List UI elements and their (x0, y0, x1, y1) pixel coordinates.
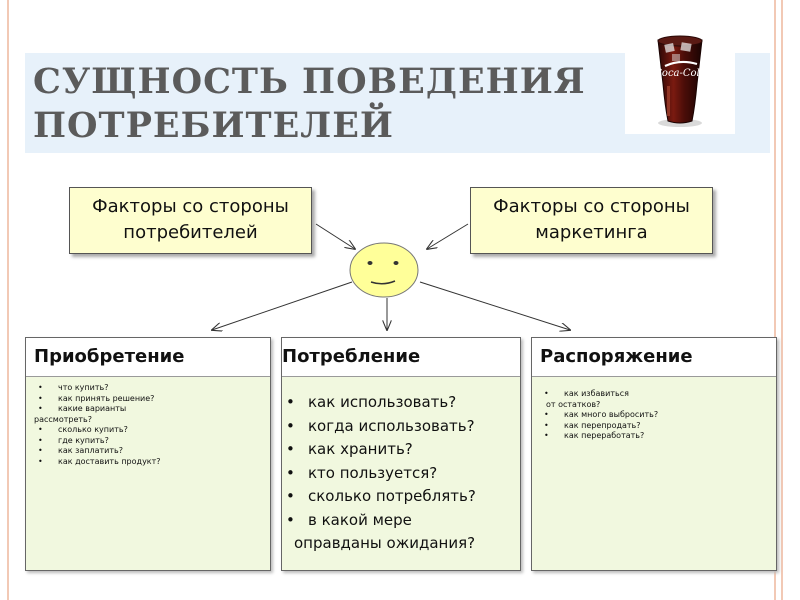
arrow-face-to-acquisition (212, 281, 353, 330)
disposal-title: Распоряжение (532, 338, 776, 377)
cola-glass-icon: Coca-Cola (654, 35, 706, 127)
marketing-factors-line1: Факторы со стороны (493, 196, 690, 217)
consumption-card: Потребление •как использовать? •когда ис… (281, 337, 521, 571)
marketing-factors-line2: маркетинга (535, 222, 648, 243)
slide-edge-line-left (7, 0, 9, 600)
list-item: •как перепродать? (544, 420, 641, 430)
consumer-factors-line2: потребителей (123, 222, 258, 243)
slide-edge-line-right-inner (774, 0, 776, 600)
list-item: •когда использовать? (286, 416, 475, 435)
list-item: •какие варианты (38, 404, 127, 413)
list-item: •как заплатить? (38, 446, 123, 455)
disposal-card: Распоряжение •как избавиться от остатков… (531, 337, 777, 571)
arrow-marketing-to-face (427, 223, 469, 249)
slide-title: Сущность поведения потребителей (33, 61, 586, 146)
list-item: •как доставить продукт? (38, 456, 161, 466)
list-item: •где купить? (38, 435, 109, 445)
smiley-face-icon (349, 242, 419, 298)
list-item: •как принять решение? (38, 393, 155, 403)
list-item: •как использовать? (286, 393, 457, 411)
cola-glass-image: Coca-Cola (625, 26, 735, 134)
list-item: •как избавиться (544, 389, 629, 398)
list-item: •в какой мере (286, 510, 412, 529)
list-item: •как много выбросить? (544, 410, 659, 419)
list-item: •сколько потреблять? (286, 487, 476, 505)
acquisition-title: Приобретение (26, 338, 270, 377)
list-item-continuation: оправданы ожидания? (294, 534, 476, 552)
list-item: •как переработать? (544, 431, 645, 440)
consumer-factors-box: Факторы со стороны потребителей (69, 187, 312, 254)
acquisition-list: •что купить? •как принять решение? •каки… (26, 383, 270, 467)
slide-edge-line-right-outer (781, 0, 783, 600)
consumer-factors-line1: Факторы со стороны (92, 196, 289, 217)
disposal-list: •как избавиться от остатков? •как много … (532, 389, 776, 442)
acquisition-card: Приобретение •что купить? •как принять р… (25, 337, 271, 571)
svg-text:Coca-Cola: Coca-Cola (654, 68, 705, 79)
list-item: •как хранить? (286, 440, 413, 458)
list-item-continuation: рассмотреть? (34, 414, 92, 424)
arrow-face-to-disposal (419, 281, 570, 330)
arrow-consumer-to-face (315, 223, 355, 249)
list-item: •сколько купить? (38, 425, 128, 434)
marketing-factors-box: Факторы со стороны маркетинга (470, 187, 713, 254)
list-item: •кто пользуется? (286, 463, 438, 482)
consumption-title: Потребление (282, 338, 520, 377)
list-item: •что купить? (38, 383, 109, 392)
consumption-list: •как использовать? •когда использовать? … (282, 391, 520, 556)
list-item-continuation: от остатков? (546, 399, 601, 409)
